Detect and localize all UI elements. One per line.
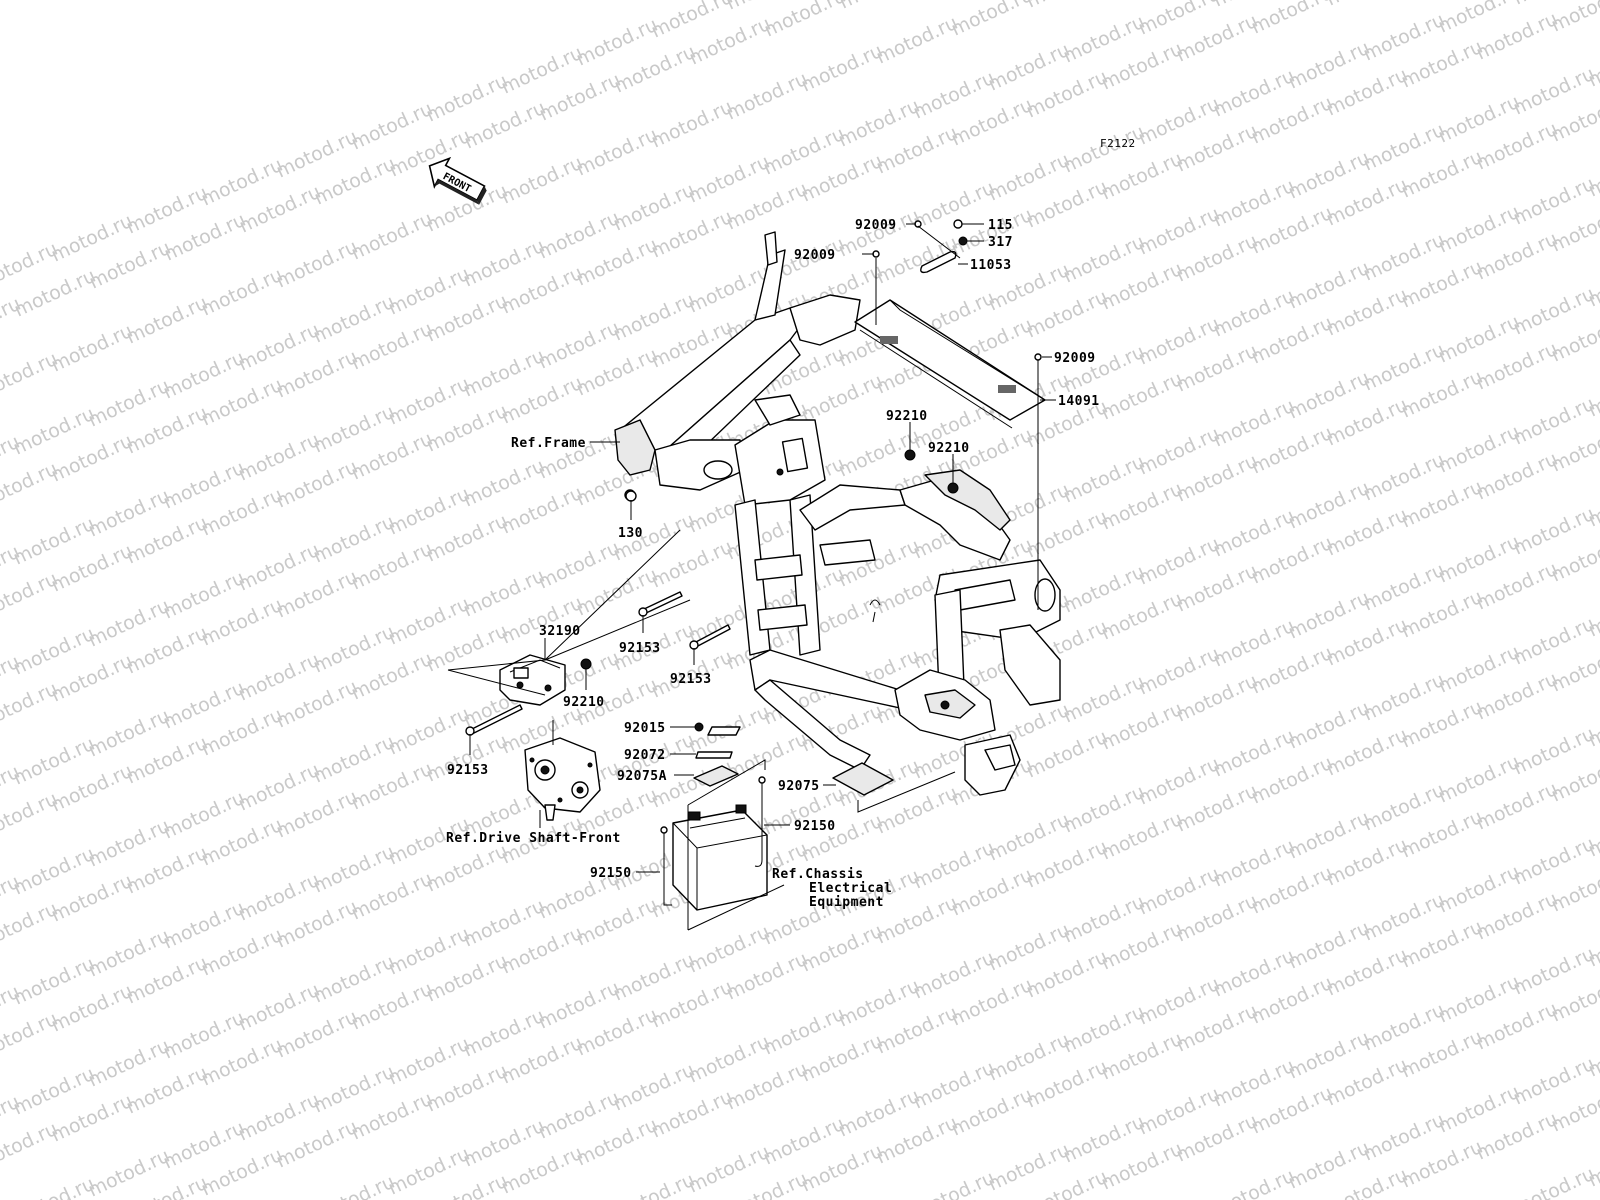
watermark-text: motod.ru bbox=[836, 0, 924, 14]
label-92015: 92015 bbox=[624, 721, 666, 736]
watermark-text: motod.ru bbox=[1548, 0, 1600, 37]
label-92153-b: 92153 bbox=[670, 672, 712, 687]
plate-92072 bbox=[695, 726, 741, 759]
watermark-text: motod.ru bbox=[910, 1167, 998, 1200]
bracket-32190 bbox=[499, 654, 566, 706]
label-ref-drive-shaft-front: Ref.Drive Shaft-Front bbox=[446, 831, 621, 846]
label-14091: 14091 bbox=[1058, 394, 1100, 409]
label-92210-b: 92210 bbox=[928, 441, 970, 456]
strap-11053 bbox=[920, 250, 957, 274]
watermark-text: motod.ru bbox=[948, 0, 1036, 41]
label-92153-c: 92153 bbox=[447, 763, 489, 778]
watermark-text: motod.ru bbox=[1210, 1165, 1298, 1200]
label-92153-a: 92153 bbox=[619, 641, 661, 656]
label-92072: 92072 bbox=[624, 748, 666, 763]
watermark-text: motod.ru bbox=[1023, 0, 1111, 13]
label-92210-a: 92210 bbox=[886, 409, 928, 424]
label-92075: 92075 bbox=[778, 779, 820, 794]
nut-92210-c bbox=[580, 658, 592, 670]
nut-92015 bbox=[694, 722, 704, 732]
watermark-text: motod.ru bbox=[10, 1173, 98, 1200]
part-labels: 92009 115 317 92009 11053 92009 14091 Re… bbox=[446, 218, 1100, 910]
pad-92075 bbox=[832, 762, 894, 796]
watermark-text: motod.ru bbox=[1323, 0, 1411, 11]
label-130: 130 bbox=[618, 526, 643, 541]
cover-14091 bbox=[854, 299, 1046, 429]
pad-92075a bbox=[693, 765, 739, 787]
watermark-text: motod.ru bbox=[1248, 0, 1336, 39]
label-92150-left: 92150 bbox=[590, 866, 632, 881]
bolt-115 bbox=[953, 219, 963, 229]
label-92075a: 92075A bbox=[617, 769, 667, 784]
battery bbox=[672, 804, 768, 911]
label-92009-right: 92009 bbox=[1054, 351, 1096, 366]
label-317: 317 bbox=[988, 235, 1013, 250]
label-92150-right: 92150 bbox=[794, 819, 836, 834]
watermark-text: motod.ru bbox=[1510, 1163, 1598, 1200]
label-ref-chassis: Ref.Chassis bbox=[772, 867, 864, 882]
bolt-92153-c bbox=[465, 704, 523, 736]
washer-317 bbox=[958, 236, 968, 246]
label-92210-c: 92210 bbox=[563, 695, 605, 710]
leader-lines bbox=[447, 223, 1056, 931]
bolt-92153-b bbox=[689, 624, 731, 650]
label-ref-chassis-equipment: Equipment bbox=[809, 895, 884, 910]
label-ref-chassis-electrical: Electrical bbox=[809, 881, 892, 896]
nut-92210-a bbox=[904, 449, 916, 461]
label-92009-mid: 92009 bbox=[794, 248, 836, 263]
label-92009-top: 92009 bbox=[855, 218, 897, 233]
rod-92150-left bbox=[660, 826, 672, 906]
diagram-code: F2122 bbox=[1100, 137, 1136, 150]
watermark-text: motod.ru bbox=[310, 1171, 398, 1200]
bolt-130 bbox=[625, 490, 637, 502]
bolt-92009-right bbox=[1034, 353, 1042, 361]
label-ref-frame: Ref.Frame bbox=[511, 436, 586, 451]
watermark-text: motod.ru bbox=[761, 0, 849, 42]
label-11053: 11053 bbox=[970, 258, 1012, 273]
frame-drawing bbox=[614, 231, 1061, 796]
rod-92150-right bbox=[754, 776, 766, 867]
bolt-92153-a bbox=[638, 591, 683, 617]
nut-92210-b bbox=[947, 482, 959, 494]
front-differential bbox=[524, 737, 601, 821]
label-115: 115 bbox=[988, 218, 1013, 233]
label-32190: 32190 bbox=[539, 624, 581, 639]
watermark-text: motod.ru bbox=[610, 1169, 698, 1200]
